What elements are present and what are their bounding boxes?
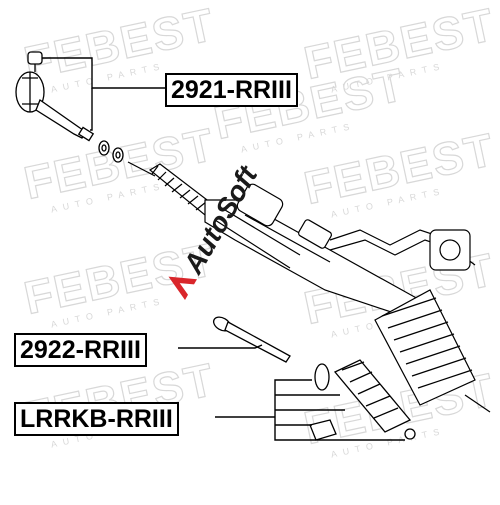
rack-right-boot-ribs [381,297,473,389]
boot-clamp-ring [314,363,330,391]
leader-2921-top [42,57,165,89]
washer-nut-group [98,140,124,163]
rack-right-rod [464,394,491,413]
rack-valve-body [236,183,284,227]
tie-rod-end-arm [35,98,87,139]
tie-rod-end-thread [77,126,95,142]
rack-left-boot-ribs [151,165,207,211]
rack-right-boot-outline [374,289,476,406]
rack-left-rod [127,161,156,177]
inner-tie-rod-shaft [224,321,291,363]
tie-rod-end-nut [27,51,43,65]
label-2921: 2921-RRIII [165,73,298,107]
label-lrrkb: LRRKB-RRIII [14,402,179,436]
label-2922: 2922-RRIII [14,333,147,367]
boot-kit-clip [309,419,337,441]
rack-mount [298,219,332,249]
leader-2922 [178,344,263,349]
inner-tie-rod-part [212,316,291,363]
boot-kit-bellows [333,359,412,433]
leader-2921-bottom [90,88,93,131]
boot-kit-small-clamp [404,428,416,440]
boot-kit-parts [309,359,416,441]
tie-rod-end-part [15,51,95,142]
leader-lines [42,57,405,441]
tie-rod-end-detail [22,72,38,112]
steering-rack-assembly [127,161,491,413]
overlay-logo-mark [168,276,197,300]
